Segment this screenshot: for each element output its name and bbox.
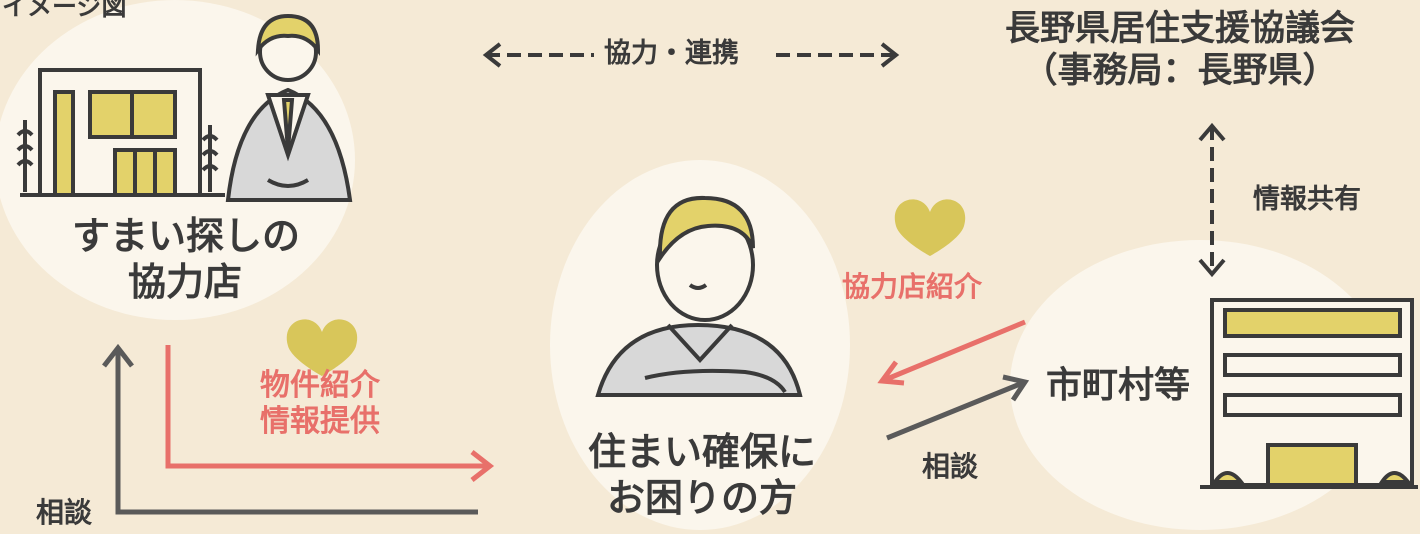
- cooperation-arrow: [482, 42, 900, 68]
- cooperation-label: 協力・連携: [604, 38, 739, 69]
- council-name: 長野県居住支援協議会: [1004, 9, 1355, 49]
- shop-building-icon: [16, 68, 225, 197]
- consult-right-label: 相談: [922, 450, 979, 483]
- heart-icon: [286, 319, 358, 376]
- figure-caption: イメージ図: [2, 0, 127, 21]
- shop-intro-arrow: [877, 319, 1026, 386]
- shop-intro-label: 協力店紹介: [842, 270, 983, 303]
- troubled-person-icon: [595, 195, 803, 397]
- agent-person-icon: [225, 13, 353, 202]
- person-label-line1: 住まい確保に: [587, 430, 816, 474]
- person-label: 住まい確保に お困りの方: [572, 430, 832, 521]
- consult-left-label: 相談: [36, 496, 93, 529]
- shop-label-line2: 協力店: [127, 259, 242, 304]
- shop-label-line1: すまい探しの: [72, 214, 301, 258]
- municipal-office-icon: [1200, 298, 1418, 489]
- property-info-line2: 情報提供: [260, 404, 380, 439]
- heart-icon: [894, 199, 966, 256]
- shop-label: すまい探しの 協力店: [72, 214, 301, 305]
- council-label: 長野県居住支援協議会 （事務局：長野県）: [970, 8, 1390, 92]
- property-info-line1: 物件紹介: [260, 368, 380, 403]
- council-secretariat: （事務局：長野県）: [1022, 51, 1338, 91]
- municipality-label: 市町村等: [1046, 365, 1191, 406]
- info-share-label: 情報共有: [1253, 184, 1361, 215]
- info-share-arrow: [1198, 122, 1226, 278]
- property-info-label: 物件紹介 情報提供: [230, 368, 410, 440]
- property-info-arrow: [165, 345, 495, 482]
- consult-left-arrow: [102, 343, 478, 515]
- person-label-line2: お困りの方: [606, 475, 797, 520]
- consult-right-arrow: [886, 374, 1030, 441]
